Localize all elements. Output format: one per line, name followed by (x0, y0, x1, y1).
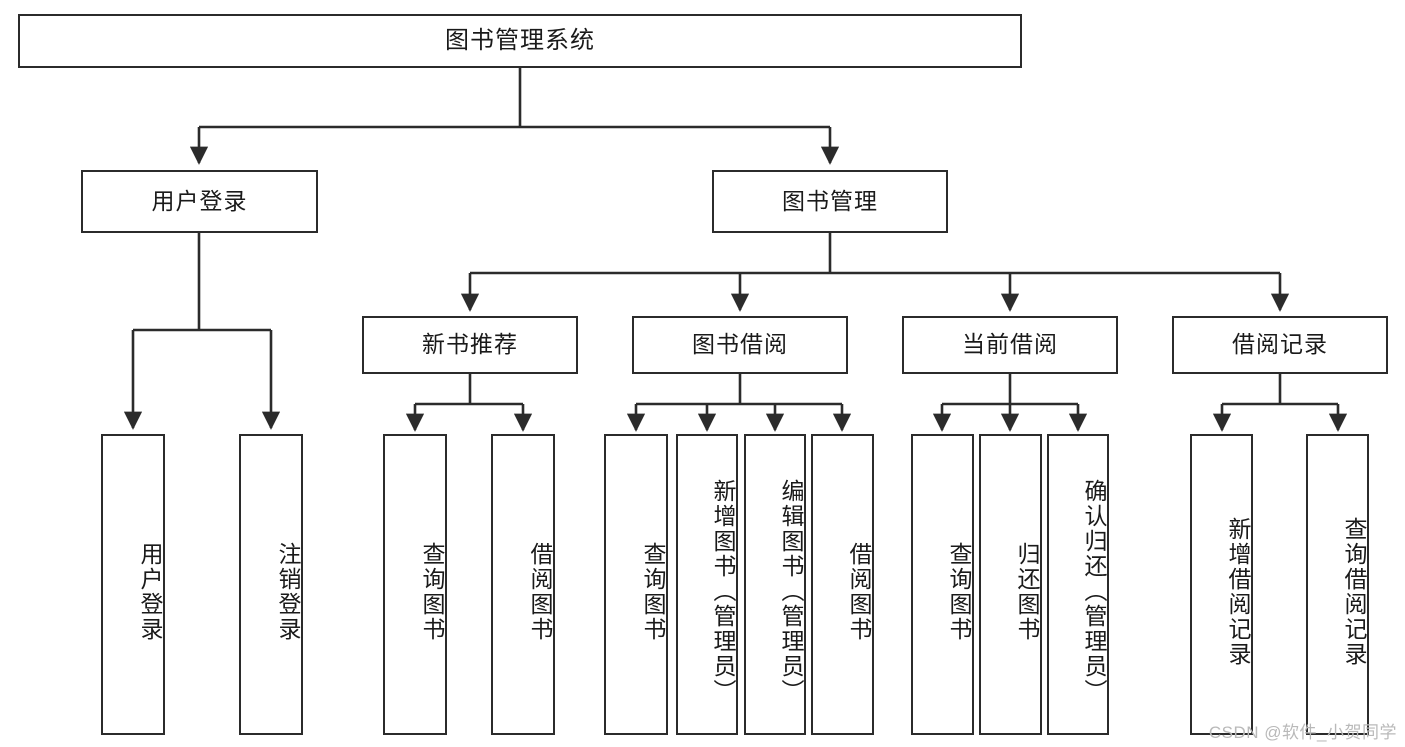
node-label: 查询图书 (640, 541, 666, 642)
node-leaf-add-borrow-record[interactable]: 新增借阅记录 (1190, 434, 1253, 735)
node-book-management-system[interactable]: 图书管理系统 (18, 14, 1022, 68)
node-label: 当前借阅 (962, 331, 1058, 358)
node-label: 图书借阅 (692, 331, 788, 358)
node-current-borrow[interactable]: 当前借阅 (902, 316, 1118, 374)
node-label: 确认归还（管理员） (1081, 479, 1107, 704)
node-label: 图书管理系统 (445, 26, 595, 54)
node-new-book-recommend[interactable]: 新书推荐 (362, 316, 578, 374)
csdn-watermark: CSDN @软件_小贺同学 (1208, 723, 1397, 742)
node-label: 查询借阅记录 (1341, 516, 1367, 667)
node-leaf-edit-book-admin[interactable]: 编辑图书（管理员） (744, 434, 806, 735)
node-leaf-borrow-books-2[interactable]: 借阅图书 (811, 434, 874, 735)
node-label: 新书推荐 (422, 331, 518, 358)
node-label: 注销登录 (275, 541, 301, 642)
node-label: 用户登录 (151, 187, 248, 214)
node-label: 新增图书（管理员） (710, 479, 736, 704)
node-leaf-query-books-1[interactable]: 查询图书 (383, 434, 447, 735)
node-label: 查询图书 (946, 541, 972, 642)
node-leaf-confirm-return-admin[interactable]: 确认归还（管理员） (1047, 434, 1109, 735)
node-leaf-borrow-books-1[interactable]: 借阅图书 (491, 434, 555, 735)
node-leaf-user-login[interactable]: 用户登录 (101, 434, 165, 735)
node-label: 编辑图书（管理员） (778, 479, 804, 704)
node-user-login[interactable]: 用户登录 (81, 170, 318, 233)
node-label: 借阅图书 (527, 541, 553, 642)
node-book-management[interactable]: 图书管理 (712, 170, 948, 233)
node-label: 查询图书 (419, 541, 445, 642)
node-label: 借阅图书 (846, 541, 872, 642)
node-leaf-query-borrow-record[interactable]: 查询借阅记录 (1306, 434, 1369, 735)
node-leaf-query-books-2[interactable]: 查询图书 (604, 434, 668, 735)
node-label: 借阅记录 (1232, 331, 1328, 358)
node-label: 新增借阅记录 (1225, 516, 1251, 667)
node-book-borrow[interactable]: 图书借阅 (632, 316, 848, 374)
node-leaf-add-book-admin[interactable]: 新增图书（管理员） (676, 434, 738, 735)
node-label: 图书管理 (782, 187, 878, 214)
node-label: 用户登录 (137, 541, 163, 642)
node-leaf-query-books-3[interactable]: 查询图书 (911, 434, 974, 735)
node-label: 归还图书 (1014, 541, 1040, 642)
node-leaf-return-books[interactable]: 归还图书 (979, 434, 1042, 735)
node-leaf-logout-login[interactable]: 注销登录 (239, 434, 303, 735)
node-borrow-record[interactable]: 借阅记录 (1172, 316, 1388, 374)
